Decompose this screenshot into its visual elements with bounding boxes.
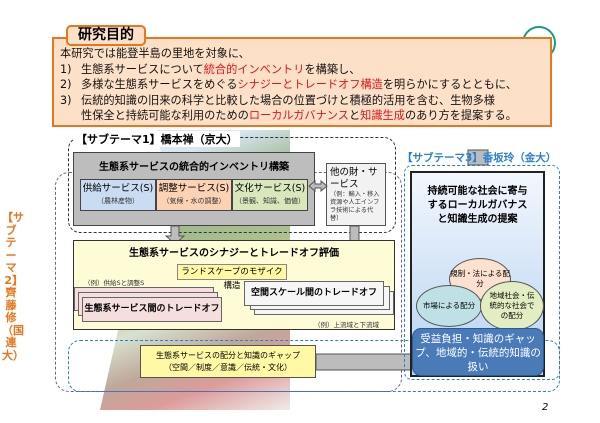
community-ellipse: 地域社会・伝統的な社会での配分	[480, 281, 544, 331]
gap-box: 生態系サービスの配分と知識のギャップ（空間／制度／意識／伝統・文化）	[140, 345, 316, 378]
subtheme3-region	[404, 165, 560, 380]
governance-title: 持続可能な社会に寄与するローカルガバナスと知識生成の提案	[427, 186, 528, 225]
example-2: （例）上流域と下流域	[314, 321, 379, 329]
research-goal-box: 本研究では能登半島の里地を対象に、 1)生態系サービスについて統合的インベントリ…	[52, 37, 552, 127]
market-ellipse: 市場による配分	[416, 285, 482, 327]
knowledge-gap-box: 受益負担・知識のギャップ、地域的・伝統的知識の扱い	[412, 328, 544, 376]
tradeoff-services-box: 生態系サービス間のトレードオフ	[82, 297, 222, 322]
goal-item-3: 3)伝統的知識の旧来の科学と比較した場合の位置づけと積極的活用を含む、生物多様	[60, 93, 495, 107]
page-number: 2	[542, 402, 549, 413]
synergy-evaluation-box: 生態系サービスのシナジーとトレードオフ評価 ランドスケープのモザイク構造 （例）…	[73, 240, 395, 330]
cultural-service: 文化サービス(S)（景観、知識、価値）	[232, 179, 308, 211]
double-arrow-icon	[308, 179, 328, 193]
subtheme2-label: 【サブテーマ2】齊藤修（国連大）	[2, 211, 24, 362]
subtheme3-label: 【サブテーマ3】香坂玲（金大）	[402, 152, 557, 164]
inventory-title: 生態系サービスの統合的インベントリ構築	[99, 162, 289, 173]
goal-title: 研究目的	[66, 25, 146, 46]
inventory-box: 生態系サービスの統合的インベントリ構築 供給サービス(S)（農林産物） 調整サー…	[73, 152, 315, 226]
other-goods-box: 他の財・サービス（例：輸入・移入資源や人工インフラ技術による代替）	[326, 163, 386, 226]
mosaic-box: ランドスケープのモザイク構造	[177, 264, 287, 291]
example-1: （例）供給Sと調整S	[84, 279, 145, 287]
synergy-title: 生態系サービスのシナジーとトレードオフ評価	[129, 248, 339, 259]
provisioning-service: 供給サービス(S)（農林産物）	[80, 179, 156, 211]
goal-item-1: 1)生態系サービスについて統合的インベントリを構築し、	[60, 62, 361, 76]
goal-item-3-cont: 性保全と持続可能な利用のためのローカルガバナンスと知識生成のあり方を提案する。	[81, 109, 517, 122]
tradeoff-scale-box: 空間スケール間のトレードオフ	[244, 281, 384, 306]
regulating-service: 調整サービス(S)（気候・水の調整）	[156, 179, 232, 211]
goal-item-2: 2)多様な生態系サービスをめぐるシナジーとトレードオフ構造を明らかにするとともに…	[60, 78, 517, 91]
subtheme1-label: 【サブテーマ1】橋本禅（京大）	[74, 131, 240, 147]
goal-intro: 本研究では能登半島の里地を対象に、	[60, 47, 250, 60]
